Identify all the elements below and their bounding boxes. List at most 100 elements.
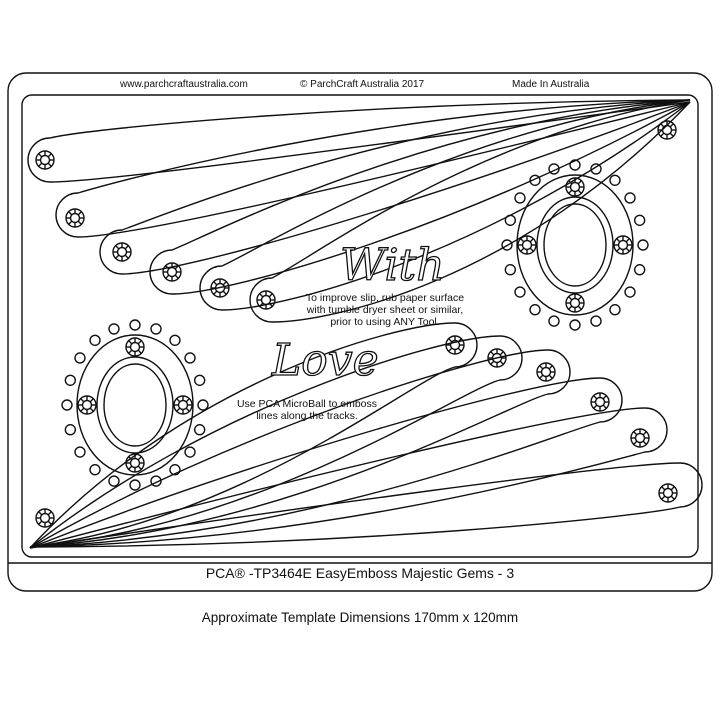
gem-icon: [617, 239, 629, 251]
petal-track: [29, 407, 668, 549]
gem-facet: [539, 374, 544, 379]
gem-facet: [213, 281, 218, 286]
template-inner-border: [21, 94, 699, 558]
gem-facet: [268, 302, 273, 307]
frame-bead: [184, 446, 196, 458]
gem-icon: [166, 266, 178, 278]
gem-facet: [625, 247, 630, 252]
gem-facet: [137, 465, 142, 470]
gem-facet: [616, 238, 621, 243]
petal-track: [99, 99, 691, 275]
gem-facet: [520, 238, 525, 243]
gem-facet: [577, 296, 582, 301]
frame-bead: [529, 174, 541, 186]
gem-facet: [47, 162, 52, 167]
emboss-tip: Use PCA MicroBall to emboss lines along …: [236, 398, 378, 422]
gem-icon: [39, 512, 51, 524]
petal-track: [29, 377, 623, 549]
gem-icon: [569, 297, 581, 309]
gem-facet: [128, 349, 133, 354]
gem-icon: [260, 294, 272, 306]
gem-facet: [448, 347, 453, 352]
gem-facet: [268, 293, 273, 298]
gem-facet: [520, 247, 525, 252]
slip-tip: To improve slip, rub paper surface with …: [305, 292, 465, 328]
frame-bead: [504, 264, 517, 276]
frame-bead: [129, 479, 141, 491]
gem-facet: [259, 302, 264, 307]
frame-inner-oval: [543, 203, 607, 287]
gem-facet: [89, 407, 94, 412]
frame-bead: [590, 315, 602, 327]
frame-bead: [609, 174, 621, 186]
frame-bead: [609, 304, 621, 316]
gem-facet: [577, 180, 582, 185]
frame-inner-oval: [103, 363, 167, 447]
gem-facet: [77, 211, 82, 216]
gem-facet: [124, 245, 129, 250]
gem-facet: [499, 360, 504, 365]
gem-facet: [124, 254, 129, 259]
gem-facet: [80, 398, 85, 403]
gem-facet: [670, 486, 675, 491]
frame-bead: [529, 304, 541, 316]
petal-tracks: [27, 99, 703, 549]
copyright-label: © ParchCraft Australia 2017: [300, 79, 425, 90]
petal-track: [29, 349, 571, 549]
frame-bead: [150, 475, 162, 487]
website-label: www.parchcraftaustralia.com: [120, 79, 248, 90]
gem-facet: [47, 520, 52, 525]
gem-facet: [568, 180, 573, 185]
frame-bead: [129, 319, 141, 331]
frame-bead: [548, 315, 560, 327]
gem-facet: [669, 123, 674, 128]
gem-icon: [569, 181, 581, 193]
word-love: Love: [271, 334, 379, 386]
gem-facet: [128, 340, 133, 345]
gem-facet: [577, 189, 582, 194]
frame-bead: [504, 214, 517, 226]
gem-facet: [68, 220, 73, 225]
gem-facet: [490, 360, 495, 365]
gem-facet: [77, 220, 82, 225]
frame-bead: [548, 163, 560, 175]
gem-facet: [89, 398, 94, 403]
oval-frames: [61, 159, 649, 491]
gem-facet: [137, 456, 142, 461]
gem-facet: [38, 520, 43, 525]
gem-facet: [115, 254, 120, 259]
gem-icon: [540, 366, 552, 378]
gem-facet: [165, 265, 170, 270]
frame-bead: [569, 159, 581, 171]
gem-facet: [47, 153, 52, 158]
product-title: PCA® -TP3464E EasyEmboss Majestic Gems -…: [205, 565, 515, 581]
gem-facet: [625, 238, 630, 243]
frame-bead: [633, 214, 646, 226]
gem-icon: [116, 246, 128, 258]
gem-icon: [39, 154, 51, 166]
frame-bead: [569, 319, 581, 331]
frame-bead: [501, 239, 513, 251]
petal-track: [29, 462, 703, 549]
gem-facet: [529, 247, 534, 252]
gem-facet: [490, 351, 495, 356]
frame-bead: [193, 424, 206, 436]
template-outer-border: [7, 72, 713, 592]
gem-icon: [661, 124, 673, 136]
gem-facet: [548, 365, 553, 370]
frame-bead: [74, 352, 86, 364]
gem-facet: [633, 440, 638, 445]
gem-facet: [616, 247, 621, 252]
gem-icon: [69, 212, 81, 224]
frame-bead: [89, 334, 101, 346]
frame-bead: [64, 374, 77, 386]
frame-bead: [193, 374, 206, 386]
frame-bead: [108, 475, 120, 487]
frame-bead: [74, 446, 86, 458]
frame-bead: [64, 424, 77, 436]
frame-outer-oval: [76, 334, 194, 476]
petal-track: [29, 335, 523, 549]
gem-facet: [660, 132, 665, 137]
gem-facet: [593, 404, 598, 409]
